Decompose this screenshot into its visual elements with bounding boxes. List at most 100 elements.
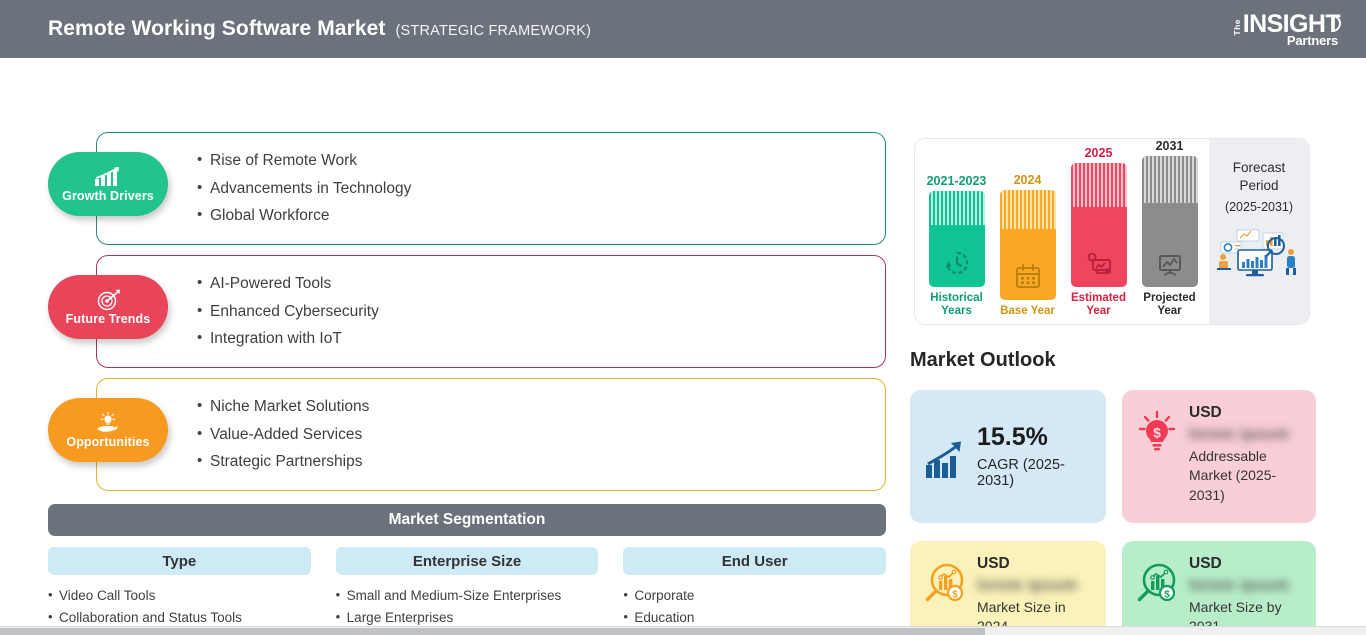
target-dart-icon: [93, 289, 123, 311]
magnifier-chart-dollar-icon: $: [922, 561, 968, 607]
projector-screen-icon: [1155, 248, 1185, 278]
list-item: Global Workforce: [197, 202, 885, 230]
list-item: Integration with IoT: [197, 325, 885, 353]
list-item: Strategic Partnerships: [197, 448, 885, 476]
forecast-bars: 2021-2023 Historical Years 2024: [915, 139, 1209, 324]
clock-history-icon: [942, 248, 972, 278]
insight-partners-logo: The INSIGHT Partners: [1232, 9, 1345, 48]
growth-drivers-badge[interactable]: Growth Drivers: [48, 152, 168, 216]
forecast-bar-projected: 2031 Projected Year: [1136, 139, 1203, 324]
forecast-timeline-panel: 2021-2023 Historical Years 2024: [914, 138, 1310, 325]
future-trends-badge-label: Future Trends: [65, 311, 151, 326]
bar-shape: [928, 190, 985, 287]
market-size-2024-card: $ USD lorem ipsum Market Size in 2024: [910, 541, 1106, 635]
list-item: Corporate: [623, 585, 886, 607]
logo-the-text: The: [1232, 18, 1243, 36]
bar-shape: [999, 189, 1056, 300]
segmentation-list: Small and Medium-Size Enterprises Large …: [336, 575, 599, 628]
bar-caption: Base Year: [1000, 304, 1055, 317]
addressable-market-card: $ USD lorem ipsum Addressable Market (20…: [1122, 390, 1316, 523]
segmentation-header: End User: [623, 547, 887, 575]
scrollbar-thumb[interactable]: [0, 628, 985, 635]
page-header: Remote Working Software Market (STRATEGI…: [0, 0, 1366, 58]
bar-year-label: 2024: [1013, 172, 1042, 187]
bar-shape: [1141, 156, 1198, 287]
growth-drivers-box: Rise of Remote Work Advancements in Tech…: [96, 132, 886, 245]
chart-gear-icon: [1084, 248, 1114, 278]
list-item: Advancements in Technology: [197, 175, 885, 203]
segmentation-header: Enterprise Size: [335, 547, 599, 575]
currency-label: USD: [1189, 404, 1222, 421]
list-item: Rise of Remote Work: [197, 147, 885, 175]
bar-stripes: [1070, 162, 1127, 208]
svg-text:$: $: [952, 590, 958, 601]
redacted-value: lorem ipsum: [1189, 426, 1290, 443]
market-size-2031-card: $ USD lorem ipsum Market Size by 2031: [1122, 541, 1316, 635]
cagr-card: 15.5% CAGR (2025-2031): [910, 390, 1106, 523]
bar-stripes: [999, 189, 1056, 230]
forecast-period-range: (2025-2031): [1224, 200, 1294, 215]
currency-label: USD: [1189, 555, 1222, 572]
forecast-bar-historical: 2021-2023 Historical Years: [923, 139, 990, 324]
forecast-bar-estimated: 2025 Estimated Year: [1065, 139, 1132, 324]
bar-year-label: 2031: [1155, 139, 1184, 153]
logo-partners-text: Partners: [1286, 32, 1338, 48]
market-outlook-title: Market Outlook: [910, 349, 1056, 371]
segmentation-column-enterprise-size: Enterprise Size Small and Medium-Size En…: [335, 547, 599, 635]
list-item: Small and Medium-Size Enterprises: [336, 585, 599, 607]
list-item: Enhanced Cybersecurity: [197, 298, 885, 326]
cagr-card-body: 15.5% CAGR (2025-2031): [968, 422, 1094, 489]
forecast-period-side: Forecast Period (2025-2031): [1209, 139, 1309, 324]
bar-caption: Estimated Year: [1071, 291, 1126, 317]
list-item: Value-Added Services: [197, 421, 885, 449]
redacted-value: lorem ipsum: [1189, 577, 1290, 594]
cagr-value: 15.5%: [977, 422, 1048, 451]
cagr-label: CAGR (2025-2031): [977, 456, 1065, 489]
header-titles: Remote Working Software Market (STRATEGI…: [48, 17, 591, 41]
hand-lightbulb-icon: [93, 411, 123, 434]
forecast-period-title-line1: Forecast: [1232, 160, 1286, 175]
list-item: AI-Powered Tools: [197, 270, 885, 298]
lightbulb-dollar-icon: $: [1134, 410, 1180, 456]
opportunities-badge[interactable]: Opportunities: [48, 398, 168, 462]
calendar-icon: [1013, 261, 1043, 291]
analytics-dashboard-illustration: [1213, 224, 1305, 281]
growth-drivers-badge-label: Growth Drivers: [62, 188, 154, 203]
addressable-market-body: USD lorem ipsum Addressable Market (2025…: [1180, 404, 1304, 509]
bar-chart-arrow-icon: [93, 166, 123, 188]
segmentation-column-end-user: End User Corporate Education Government: [623, 547, 887, 635]
logo-insight-text: INSIGHT: [1242, 9, 1341, 38]
list-item: Large Enterprises: [336, 607, 599, 629]
market-segmentation-title: Market Segmentation: [48, 504, 886, 536]
logo-main-row: The INSIGHT: [1232, 9, 1341, 38]
redacted-value: lorem ipsum: [977, 577, 1078, 594]
forecast-bar-base: 2024: [994, 139, 1061, 324]
list-item: Education: [623, 607, 886, 629]
forecast-period-title-line2: Period: [1239, 177, 1279, 193]
growth-drivers-list: Rise of Remote Work Advancements in Tech…: [97, 133, 885, 244]
magnifier-chart-dollar-icon: $: [1134, 561, 1180, 607]
bar-year-label: 2021-2023: [926, 173, 987, 188]
bar-stripes: [1141, 156, 1198, 203]
bar-caption: Projected Year: [1143, 291, 1196, 317]
segmentation-header: Type: [48, 547, 311, 575]
market-size-2031-body: USD lorem ipsum Market Size by 2031: [1180, 555, 1304, 635]
bar-stripes: [928, 190, 985, 226]
currency-label: USD: [977, 555, 1010, 572]
future-trends-box: AI-Powered Tools Enhanced Cybersecurity …: [96, 255, 886, 368]
list-item: Collaboration and Status Tools: [48, 607, 311, 629]
future-trends-badge[interactable]: Future Trends: [48, 275, 168, 339]
list-item: Video Call Tools: [48, 585, 311, 607]
growth-bar-chart-icon: [922, 437, 968, 483]
list-item: Niche Market Solutions: [197, 393, 885, 421]
segmentation-columns: Type Video Call Tools Collaboration and …: [48, 547, 887, 635]
opportunities-badge-label: Opportunities: [66, 434, 150, 449]
future-trends-list: AI-Powered Tools Enhanced Cybersecurity …: [97, 256, 885, 367]
bar-caption: Historical Years: [930, 291, 983, 317]
page-title: Remote Working Software Market: [48, 17, 386, 40]
segmentation-column-type: Type Video Call Tools Collaboration and …: [48, 547, 311, 635]
horizontal-scrollbar[interactable]: [0, 626, 1366, 635]
addressable-market-label: Addressable Market (2025-2031): [1189, 448, 1277, 503]
bar-shape: [1070, 162, 1127, 287]
svg-text:$: $: [1153, 425, 1161, 441]
